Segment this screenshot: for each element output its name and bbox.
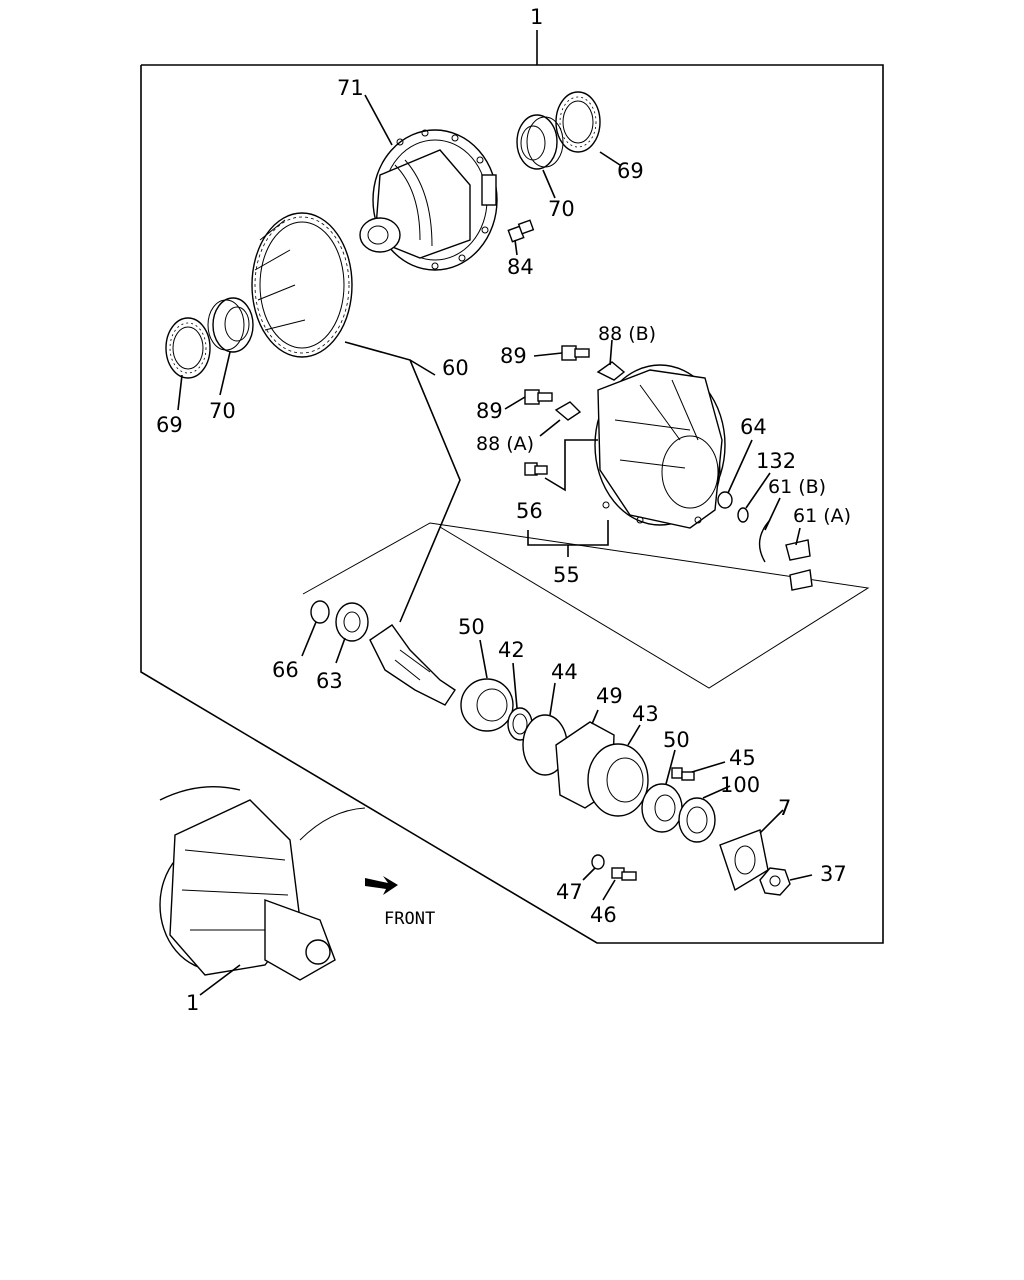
plate-88b-part (596, 361, 626, 381)
callout-63: 63 (316, 669, 343, 693)
callout-132: 132 (756, 449, 796, 473)
ring-gear-part (251, 212, 353, 358)
washer-132-part (737, 507, 749, 523)
lock-61b-part (758, 519, 771, 563)
callout-69-top: 69 (617, 159, 644, 183)
callout-66: 66 (272, 658, 299, 682)
ring-66-part (310, 600, 330, 624)
oil-seal-100-part (678, 797, 716, 843)
subgroup-outline (302, 522, 870, 689)
differential-case-part (359, 129, 498, 271)
bearing-63-part (335, 602, 369, 642)
callout-100: 100 (720, 773, 760, 797)
callout-70-top: 70 (548, 197, 575, 221)
callout-88b: 88 (B) (598, 323, 656, 345)
bearing-race-left-part (165, 317, 211, 379)
plate-88a-part (554, 401, 582, 421)
callout-42: 42 (498, 638, 525, 662)
assembly-frame (140, 30, 884, 944)
callout-44: 44 (551, 660, 578, 684)
callout-55: 55 (553, 563, 580, 587)
assembled-carrier-part (159, 786, 366, 981)
callout-1-top: 1 (530, 5, 543, 29)
callout-1-bottom: 1 (186, 991, 199, 1015)
bearing-50b-part (641, 783, 683, 833)
carrier-housing-part (594, 364, 726, 529)
callout-69-left: 69 (156, 413, 183, 437)
callout-84: 84 (507, 255, 534, 279)
callout-64: 64 (740, 415, 767, 439)
callout-70-left: 70 (209, 399, 236, 423)
nut-37-part (759, 867, 791, 896)
bolt-89-lower-part (524, 389, 553, 405)
callout-89-mid: 89 (476, 399, 503, 423)
callout-49: 49 (596, 684, 623, 708)
washer-47-part (591, 854, 605, 870)
callout-50-a: 50 (458, 615, 485, 639)
callout-37: 37 (820, 862, 847, 886)
callout-61b: 61 (B) (768, 476, 826, 498)
callout-45: 45 (729, 746, 756, 770)
callout-56: 56 (516, 499, 543, 523)
callout-43: 43 (632, 702, 659, 726)
lock-61a-part (785, 539, 813, 591)
callout-88a: 88 (A) (476, 433, 534, 455)
callout-61a: 61 (A) (793, 505, 851, 527)
bolt-46-part (611, 867, 637, 881)
front-arrow-icon (365, 876, 398, 895)
callout-89-top: 89 (500, 344, 527, 368)
front-label: FRONT (384, 909, 435, 929)
callout-60: 60 (442, 356, 469, 380)
leader-lines (177, 94, 813, 996)
bolt-84-part (507, 219, 535, 243)
bolt-56-part (524, 462, 548, 476)
callout-47: 47 (556, 880, 583, 904)
bearing-50-part (460, 678, 514, 732)
nut-64-part (717, 491, 733, 509)
drive-pinion-part (369, 624, 456, 706)
bearing-race-top-part (555, 91, 601, 153)
bearing-cone-left-part (207, 297, 254, 353)
callout-71: 71 (337, 76, 364, 100)
callout-7: 7 (778, 796, 791, 820)
callout-50-b: 50 (663, 728, 690, 752)
bolt-45-part (671, 767, 695, 781)
bolt-89-upper-part (561, 345, 590, 361)
bearing-cone-top-part (516, 114, 564, 170)
retainer-43-part (587, 743, 649, 817)
callout-46: 46 (590, 903, 617, 927)
